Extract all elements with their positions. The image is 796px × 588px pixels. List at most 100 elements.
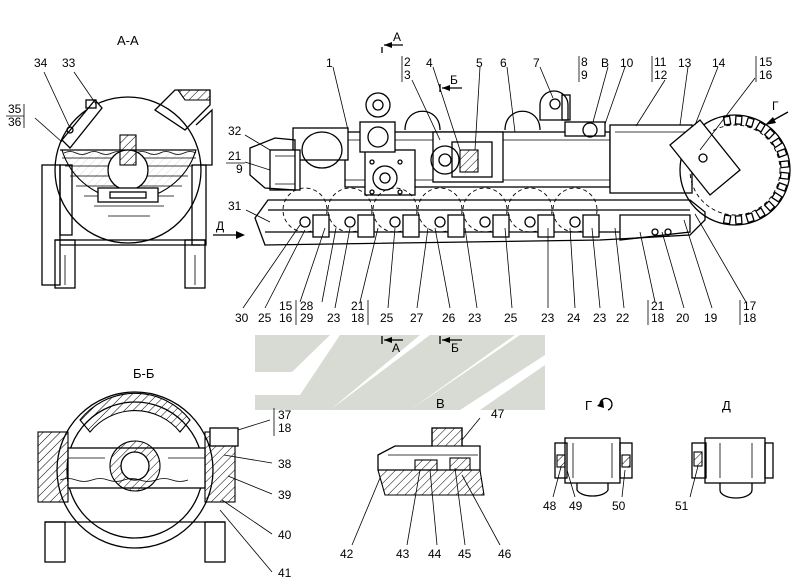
callout-48: 48 — [543, 499, 557, 513]
view-title-v: В — [436, 396, 445, 411]
callout-8: 8 — [581, 55, 588, 69]
roller-bracket — [402, 214, 420, 238]
callout-43: 43 — [396, 547, 410, 561]
callout-45: 45 — [458, 547, 472, 561]
callout-31: 31 — [228, 199, 242, 213]
callout-25-b: 25 — [380, 311, 394, 325]
callout-33: 33 — [62, 56, 76, 70]
callout-25-c: 25 — [504, 311, 518, 325]
callout-17: 17 — [743, 299, 757, 313]
marker-v-top: В — [601, 56, 609, 70]
roller-outline — [552, 187, 598, 233]
callout-51: 51 — [675, 499, 689, 513]
roller-hub — [569, 216, 581, 228]
view-title-d: Д — [722, 398, 731, 413]
callout-26: 26 — [442, 311, 456, 325]
sprocket-tooth — [722, 115, 732, 126]
callout-15: 15 — [759, 55, 773, 69]
callout-47: 47 — [491, 407, 505, 421]
callout-18-e: 18 — [278, 421, 292, 435]
sprocket-tooth — [754, 121, 766, 133]
sprocket-tooth — [763, 200, 776, 212]
callout-29: 29 — [300, 311, 314, 325]
sprocket-tooth — [745, 212, 755, 224]
callout-19: 19 — [704, 311, 718, 325]
sprocket-tooth — [779, 160, 790, 169]
callout-49: 49 — [569, 499, 583, 513]
callout-40: 40 — [278, 528, 292, 542]
marker-a-top: А — [393, 30, 401, 44]
roller-bracket — [312, 214, 330, 238]
callout-21-c: 21 — [651, 299, 665, 313]
roller-outline — [507, 187, 553, 233]
callout-9-left: 9 — [236, 162, 243, 176]
roller-outline — [417, 187, 463, 233]
callout-28: 28 — [300, 299, 314, 313]
marker-b-bottom: Б — [451, 341, 459, 355]
callout-13: 13 — [678, 56, 692, 70]
roller-hub — [479, 216, 491, 228]
roller-outline — [372, 187, 418, 233]
detail-view-v: В 47 42 43 44 45 46 — [340, 396, 512, 561]
callout-1: 1 — [326, 56, 333, 70]
callout-12: 12 — [654, 68, 668, 82]
callout-41: 41 — [278, 566, 292, 580]
callout-34: 34 — [34, 56, 48, 70]
callout-16: 16 — [759, 68, 773, 82]
callout-46: 46 — [498, 547, 512, 561]
sprocket-tooth — [722, 214, 732, 225]
roller-hub — [299, 216, 311, 228]
callout-23-b: 23 — [468, 311, 482, 325]
callout-44: 44 — [428, 547, 442, 561]
callout-22: 22 — [616, 311, 630, 325]
callout-50: 50 — [612, 499, 626, 513]
callout-27: 27 — [410, 311, 424, 325]
roller-hub — [524, 216, 536, 228]
callout-35: 35 — [8, 102, 22, 116]
sprocket-tooth — [734, 214, 743, 225]
detail-view-d: Д 51 — [675, 398, 774, 513]
callout-24: 24 — [567, 311, 581, 325]
sprocket-tooth — [734, 115, 743, 126]
roller-bracket — [582, 214, 600, 238]
callout-18-b: 18 — [351, 311, 365, 325]
detail-view-g: Г 48 49 50 — [543, 397, 633, 513]
marker-g-right: Г — [772, 99, 779, 113]
callout-38: 38 — [278, 457, 292, 471]
callout-23-d: 23 — [593, 311, 607, 325]
callout-30: 30 — [235, 311, 249, 325]
callout-5: 5 — [476, 56, 483, 70]
roller-bracket — [537, 214, 555, 238]
callout-25-a: 25 — [258, 311, 272, 325]
callout-23-a: 23 — [327, 311, 341, 325]
callout-20: 20 — [676, 311, 690, 325]
callout-16-b: 16 — [279, 311, 293, 325]
roller-bracket — [492, 214, 510, 238]
marker-a-bottom: А — [392, 341, 400, 355]
callout-11: 11 — [654, 55, 667, 69]
callout-15-b: 15 — [279, 299, 293, 313]
roller-bracket — [357, 214, 375, 238]
roller-bracket — [447, 214, 465, 238]
roller-hub — [344, 216, 356, 228]
view-title-g: Г — [585, 398, 592, 413]
callout-6: 6 — [500, 56, 507, 70]
roller-hub — [434, 216, 446, 228]
callout-18-c: 18 — [651, 311, 665, 325]
sprocket-tooth — [754, 207, 766, 219]
callout-7: 7 — [533, 56, 540, 70]
callout-37: 37 — [278, 408, 292, 422]
sprocket-tooth — [776, 181, 788, 192]
callout-21-left: 21 — [228, 149, 242, 163]
section-view-bb: Б-Б 37 18 38 39 40 41 — [37, 366, 292, 580]
watermark-logo — [255, 335, 545, 410]
callout-32: 32 — [228, 124, 242, 138]
callout-4: 4 — [426, 56, 433, 70]
sprocket-tooth — [771, 191, 783, 203]
roller-outline — [282, 187, 328, 233]
roller-hub — [389, 216, 401, 228]
roller-outline — [327, 187, 373, 233]
sprocket-tooth — [745, 116, 755, 128]
sprocket-tooth — [771, 137, 783, 149]
